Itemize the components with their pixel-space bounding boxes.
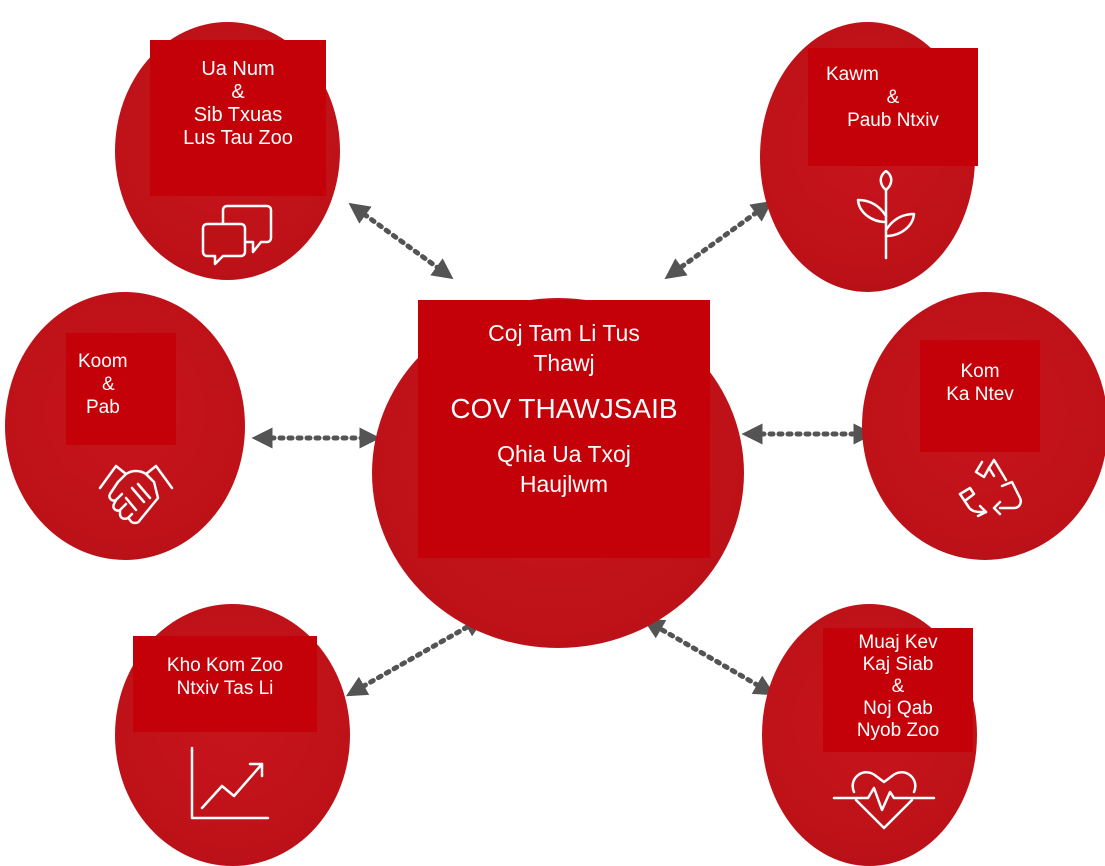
node-label-wellbeing: Muaj Kev Kaj Siab & Noj Qab Nyob Zoo	[823, 628, 973, 752]
node-line: Sib Txuas	[193, 104, 283, 126]
center-line-3: Qhia Ua Txoj	[497, 441, 631, 467]
handshake-icon	[96, 458, 176, 528]
growth-chart-icon	[188, 746, 270, 822]
node-line: &	[886, 87, 900, 108]
node-line: Kho Kom Zoo	[166, 655, 284, 676]
node-line: Ka Ntev	[946, 384, 1014, 405]
node-line: Lus Tau Zoo	[183, 127, 293, 149]
node-line: Kawm	[826, 64, 879, 85]
node-line: &	[102, 374, 115, 395]
node-line: Ua Num	[201, 58, 275, 80]
node-line: Paub Ntxiv	[847, 110, 939, 131]
node-line: Kaj Siab	[862, 654, 934, 675]
node-line: Pab	[86, 397, 120, 418]
sprout-icon	[855, 170, 917, 260]
chat-bubbles-icon	[201, 202, 275, 266]
center-label: Coj Tam Li Tus Thawj COV THAWJSAIB Qhia …	[418, 300, 710, 558]
node-line: &	[891, 676, 905, 697]
center-line-4: Haujlwm	[519, 471, 609, 497]
node-line: Nyob Zoo	[856, 720, 940, 741]
node-line: Kom	[960, 361, 1000, 382]
node-line: Noj Qab	[863, 698, 933, 719]
node-line: Muaj Kev	[858, 632, 938, 653]
arrow-top-right	[664, 200, 773, 280]
node-label-communication: Ua Num & Sib Txuas Lus Tau Zoo	[150, 40, 326, 196]
recycle-icon	[954, 456, 1024, 524]
center-line-1: Coj Tam Li Tus	[488, 320, 640, 346]
heart-pulse-icon	[832, 764, 936, 832]
node-line: &	[231, 81, 245, 103]
arrow-top-left	[348, 202, 454, 280]
center-title: COV THAWJSAIB	[450, 393, 678, 424]
center-line-2: Thawj	[533, 350, 595, 376]
node-line: Ntxiv Tas Li	[176, 678, 274, 699]
node-line: Koom	[78, 351, 128, 372]
node-label-improvement: Kho Kom Zoo Ntxiv Tas Li	[133, 636, 317, 732]
node-label-collaboration: Koom & Pab	[66, 333, 176, 445]
arrow-bottom-right	[642, 618, 776, 696]
node-label-learning: Kawm & Paub Ntxiv	[808, 48, 978, 166]
node-label-sustainability: Kom Ka Ntev	[920, 340, 1040, 452]
arrow-bottom-left	[345, 616, 486, 697]
